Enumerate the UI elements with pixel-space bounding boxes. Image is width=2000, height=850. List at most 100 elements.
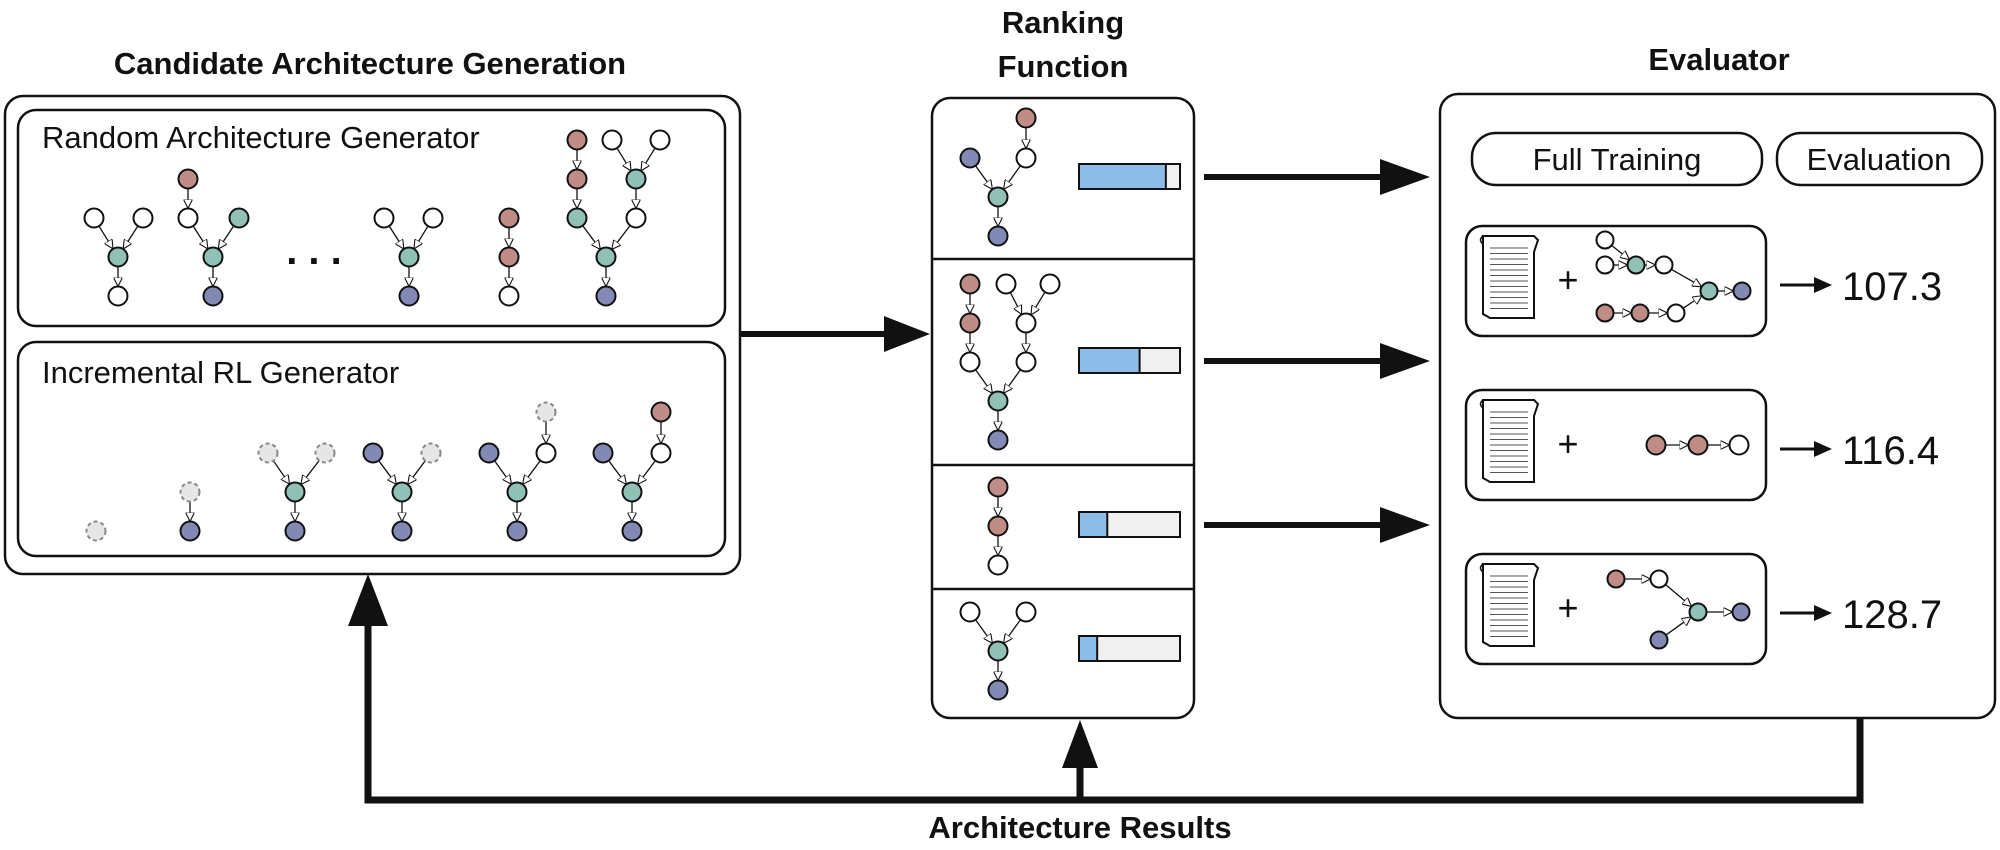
white-node [1015, 147, 1037, 169]
score-value: 128.7 [1842, 593, 1942, 637]
edge-arrow [98, 225, 113, 248]
teal-node [391, 481, 413, 503]
architecture-graph [478, 401, 557, 542]
teal-node [506, 481, 528, 503]
score-bar-fill [1078, 163, 1167, 190]
document-icon [1479, 235, 1540, 319]
score-bar-fill [1078, 347, 1141, 374]
white-node [1649, 569, 1669, 589]
evaluator-title: Evaluator [1648, 42, 1789, 77]
full-training-pill [1470, 131, 1764, 187]
red-node [1687, 434, 1709, 456]
dashed-node [179, 481, 201, 503]
white-node [83, 207, 105, 229]
ellipsis: . . . [286, 229, 342, 273]
blue-node [202, 285, 224, 307]
red-node [1630, 303, 1650, 323]
score-value: 116.4 [1842, 429, 1939, 473]
eval-row-box [1464, 224, 1768, 338]
edge-arrow [1611, 244, 1629, 259]
edge-arrow [1032, 291, 1046, 314]
teal-node [987, 640, 1009, 662]
edge-arrow [612, 225, 631, 249]
right-arrow-icon [1780, 277, 1832, 293]
edge-arrow [523, 460, 541, 484]
edge-arrow [582, 225, 600, 249]
red-node [1595, 303, 1615, 323]
dashed-node [420, 442, 442, 464]
score-bar-fill [1078, 635, 1099, 662]
architecture-graph [257, 442, 336, 542]
evaluation-label: Evaluation [1807, 142, 1952, 177]
red-node [959, 312, 981, 334]
white-node [959, 601, 981, 623]
edge-arrow [616, 147, 631, 170]
teal-node [625, 168, 647, 190]
red-node [177, 168, 199, 190]
red-node [498, 207, 520, 229]
score-bar-fill [1078, 511, 1109, 538]
white-node [1595, 255, 1615, 275]
white-node [107, 285, 129, 307]
white-node [535, 442, 557, 464]
architecture-graph [1595, 230, 1752, 323]
white-node [1595, 230, 1615, 250]
teal-node [398, 246, 420, 268]
red-node [498, 246, 520, 268]
white-node [132, 207, 154, 229]
architecture-graph [592, 401, 672, 542]
edge-arrow [1004, 165, 1021, 189]
teal-node [621, 481, 643, 503]
white-node [1654, 255, 1674, 275]
edge-arrow [975, 619, 992, 643]
edge-arrow [975, 369, 992, 393]
edge-arrow [272, 460, 289, 484]
architecture-graph [1606, 569, 1751, 650]
white-node [959, 351, 981, 373]
eval-row-box [1464, 388, 1768, 502]
eval-row-box [1464, 552, 1768, 666]
edge-arrow [1009, 292, 1021, 313]
plus-sign: + [1557, 259, 1578, 300]
edge-arrow [1682, 296, 1701, 309]
blue-node [621, 520, 643, 542]
blue-node [506, 520, 528, 542]
edge-arrow [975, 165, 992, 189]
red-node [1015, 107, 1037, 129]
red-node [566, 129, 588, 151]
white-node [1015, 601, 1037, 623]
edge-arrow [219, 225, 235, 248]
teal-node [987, 186, 1009, 208]
architecture-graph [959, 273, 1061, 451]
generation-title: Candidate Architecture Generation [114, 46, 626, 81]
evaluator-panel: Full Training Evaluation + + + 107.3 116… [1438, 92, 1997, 720]
blue-node [478, 442, 500, 464]
score-value: 107.3 [1842, 265, 1942, 309]
edge-arrow [608, 460, 626, 484]
architecture-graph [1645, 434, 1750, 456]
ranking-to-evaluator-arrow [1204, 343, 1430, 379]
edge-arrow [1665, 618, 1690, 636]
white-node [1039, 273, 1061, 295]
white-node [625, 207, 647, 229]
right-arrow-icon [1780, 441, 1832, 457]
architecture-graph [959, 107, 1037, 247]
feedback-arrow-to-generation [348, 574, 388, 626]
teal-node [595, 246, 617, 268]
white-node [649, 129, 671, 151]
white-node [373, 207, 395, 229]
teal-node [1688, 602, 1708, 622]
architecture-graph [85, 520, 107, 542]
feedback-label: Architecture Results [928, 810, 1231, 845]
edge-arrow [388, 225, 403, 248]
edge-arrow [378, 460, 396, 484]
random-generator-box [16, 108, 727, 328]
edge-arrow [638, 460, 656, 484]
random-generator-label: Random Architecture Generator [42, 120, 480, 155]
generation-to-ranking-arrow [740, 316, 930, 352]
teal-node [1699, 281, 1719, 301]
ranking-panel [930, 96, 1196, 720]
blue-node [391, 520, 413, 542]
document-icon [1479, 399, 1540, 483]
red-node [650, 401, 672, 423]
